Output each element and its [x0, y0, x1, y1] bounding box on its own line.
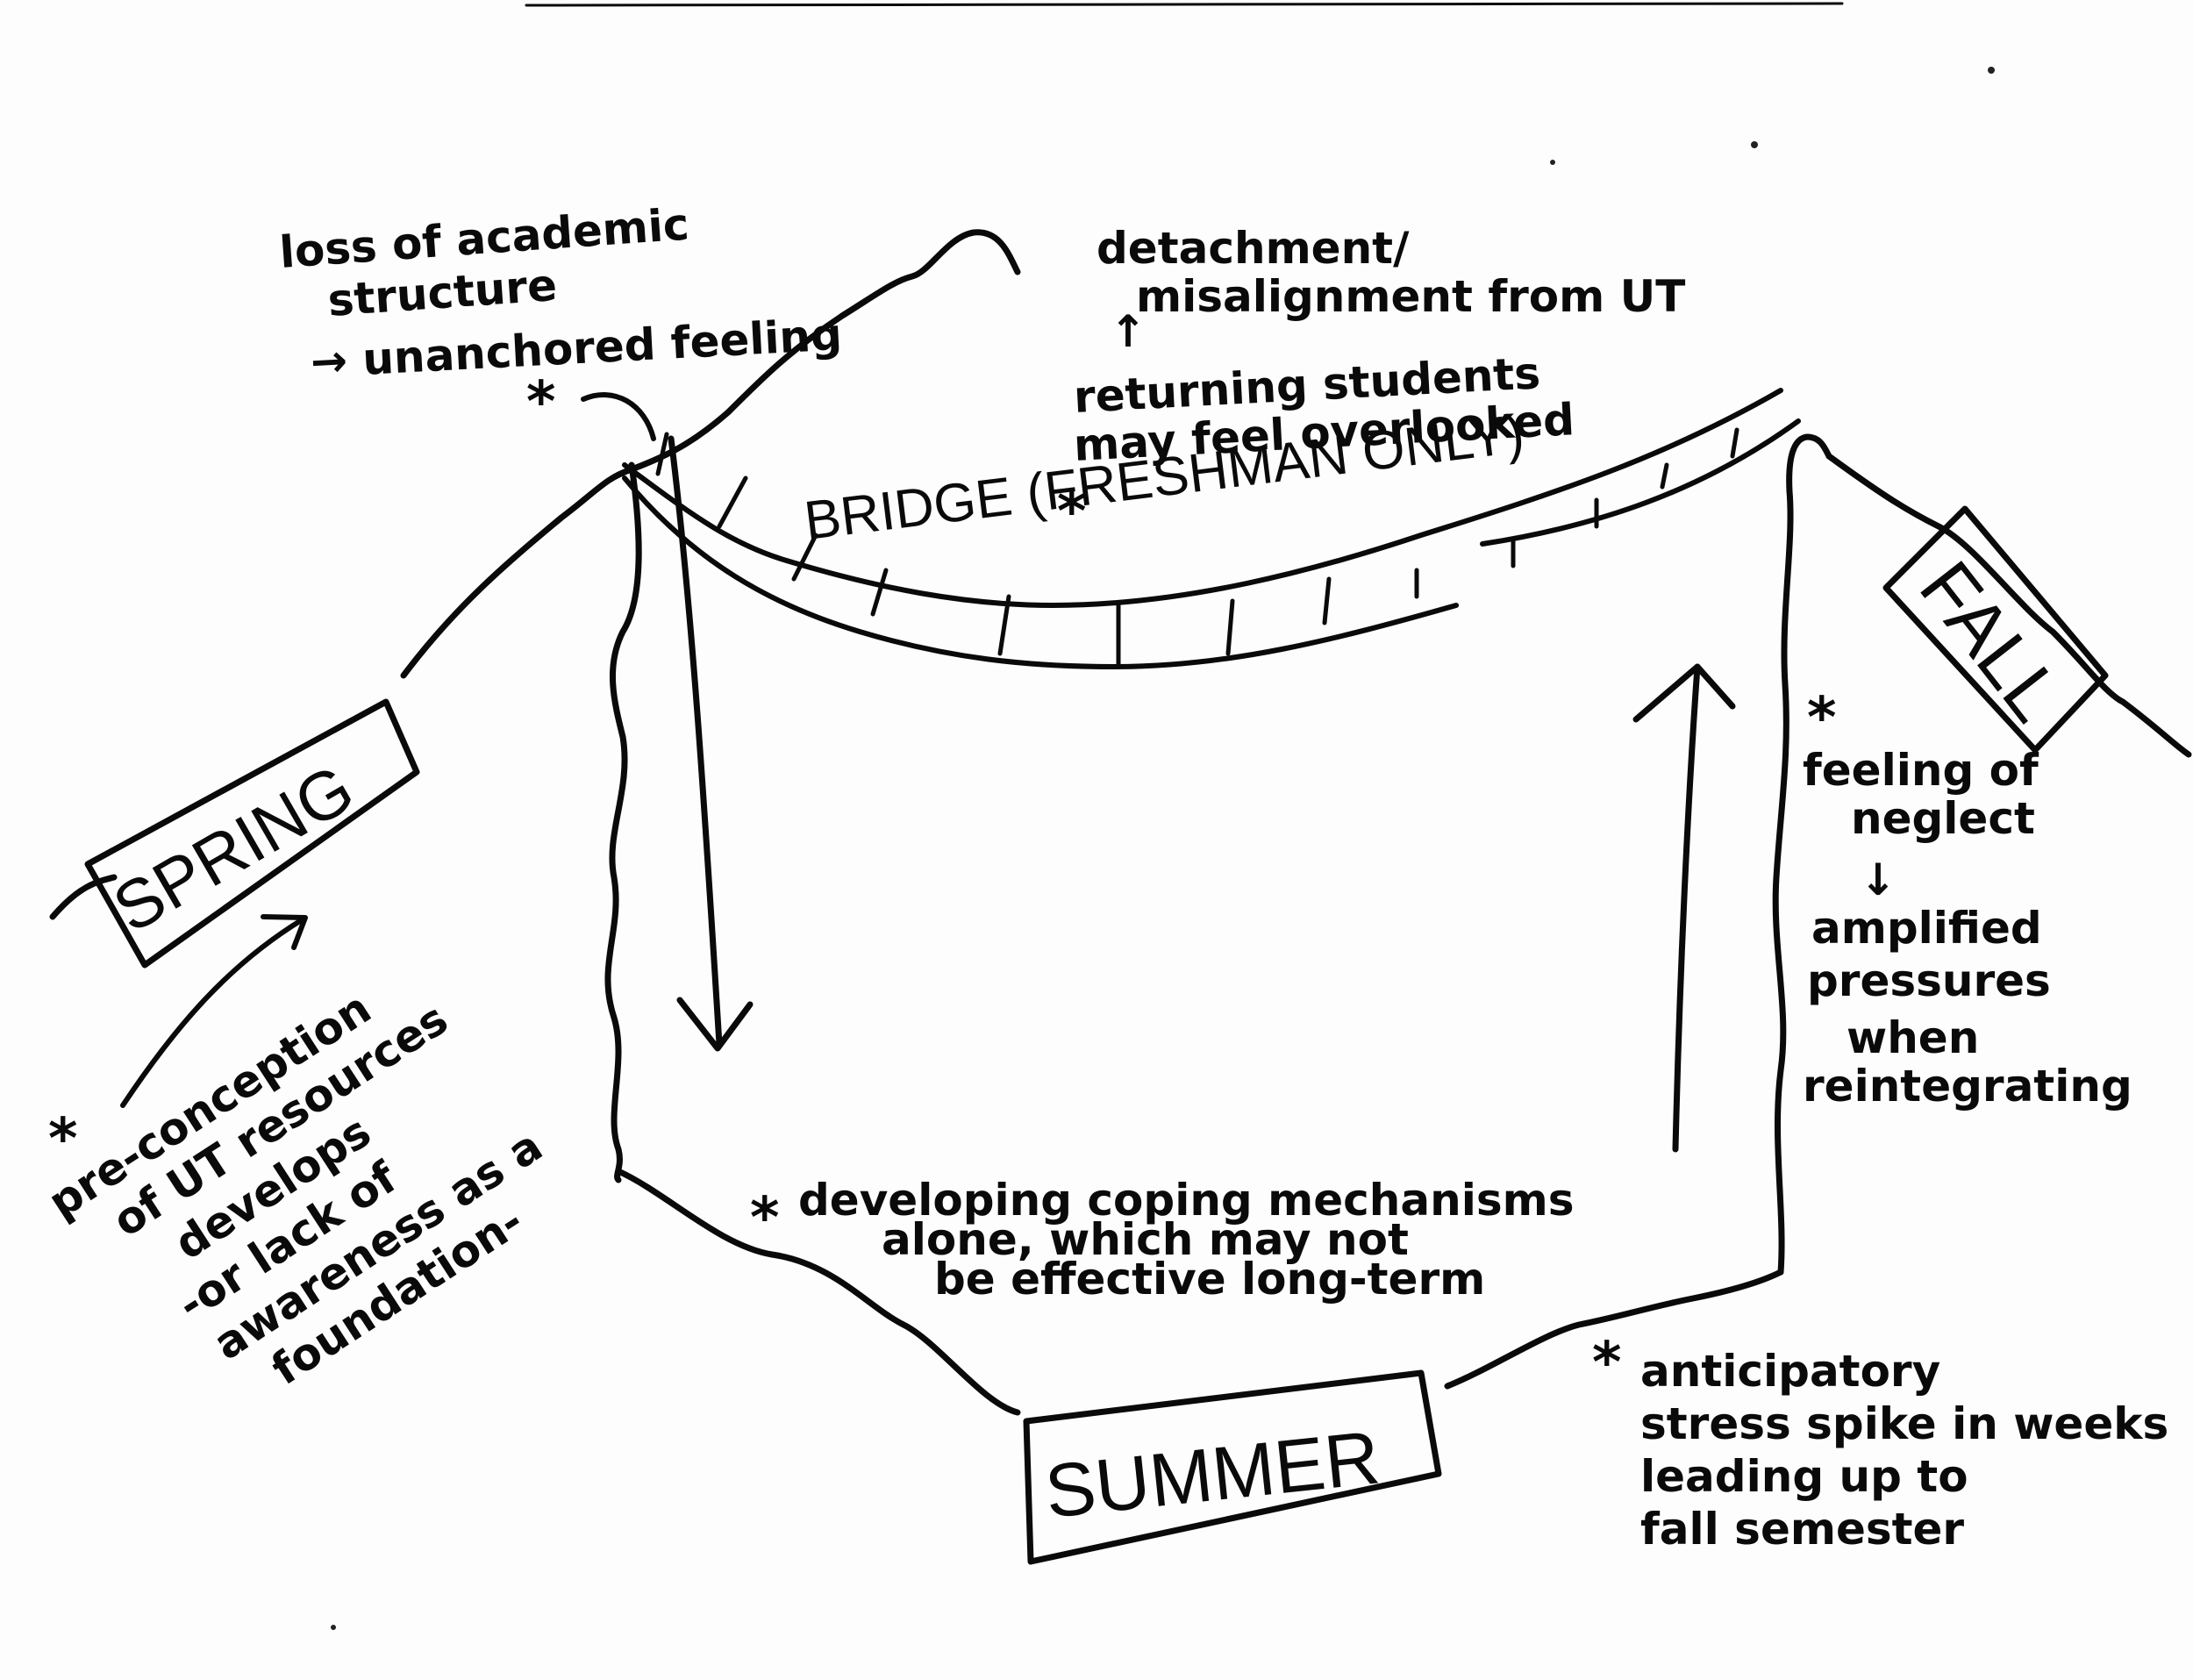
star-neglect: * [1807, 686, 1836, 751]
note-anticipatory: * anticipatory stress spike in weeks lea… [1592, 1331, 2168, 1555]
season-label-spring: SPRING [101, 749, 367, 947]
svg-text:pressures: pressures [1807, 955, 2051, 1006]
note-neglect: * feeling of neglect ↓ amplified pressur… [1803, 686, 2132, 1112]
journey-curve-spring [49, 229, 1021, 920]
svg-text:be effective long-term: be effective long-term [934, 1254, 1485, 1305]
bridge-upper-rail [622, 388, 1783, 608]
season-sign-spring: SPRING [84, 698, 420, 969]
svg-text:developing coping mechanisms: developing coping mechanisms [798, 1175, 1574, 1226]
season-label-summer: SUMMER [1041, 1415, 1383, 1533]
star-preconception: * [48, 1107, 77, 1172]
journey-curve-drop [604, 461, 642, 1183]
svg-text:anticipatory: anticipatory [1640, 1346, 1940, 1397]
note-academic-structure: loss of academic structure → unanchored … [278, 198, 843, 435]
svg-text:alone, which may not: alone, which may not [882, 1214, 1409, 1265]
journey-curve-rise [1772, 433, 2192, 1276]
arrow-up-glyph: ↑ [1110, 306, 1147, 357]
svg-text:↓: ↓ [1860, 854, 1897, 905]
arrow-down-into-summer [668, 435, 754, 1052]
arrow-preconception [120, 914, 308, 1108]
note-preconception: pre-conception of UT resources develops … [39, 983, 551, 1395]
svg-text:detachment/: detachment/ [1096, 223, 1410, 274]
svg-text:amplified: amplified [1811, 903, 2042, 954]
paper-top-edge [525, 2, 1844, 7]
season-sign-fall: FALL [1882, 505, 2109, 754]
star-anticipatory: * [1592, 1331, 1621, 1396]
svg-text:reintegrating: reintegrating [1803, 1061, 2132, 1112]
season-label-fall: FALL [1904, 547, 2078, 737]
svg-text:fall semester: fall semester [1640, 1504, 1964, 1555]
arrow-up-into-fall [1632, 663, 1736, 1153]
star-academic-structure: * [526, 370, 555, 435]
svg-text:when: when [1847, 1012, 1979, 1063]
paper-specks [331, 67, 1995, 1630]
bridge-lower-rail [622, 418, 1801, 669]
star-coping: * [750, 1186, 779, 1251]
note-detachment: detachment/ misalignment from UT ↑ retur… [1057, 223, 1685, 545]
note-coping: * developing coping mechanisms alone, wh… [750, 1175, 1574, 1305]
bridge-planks [655, 427, 1739, 669]
arrow-star-to-bridge [581, 392, 656, 441]
journey-curve-summer-bottom [615, 1168, 1784, 1416]
svg-text:feeling of: feeling of [1803, 745, 2039, 796]
star-returning: * [1057, 480, 1086, 545]
svg-text:stress spike in weeks: stress spike in weeks [1640, 1398, 2168, 1449]
svg-text:leading up to: leading up to [1640, 1451, 1968, 1502]
svg-text:neglect: neglect [1851, 793, 2035, 844]
svg-text:misalignment from UT: misalignment from UT [1136, 271, 1685, 322]
season-sign-summer: SUMMER [1023, 1369, 1442, 1565]
